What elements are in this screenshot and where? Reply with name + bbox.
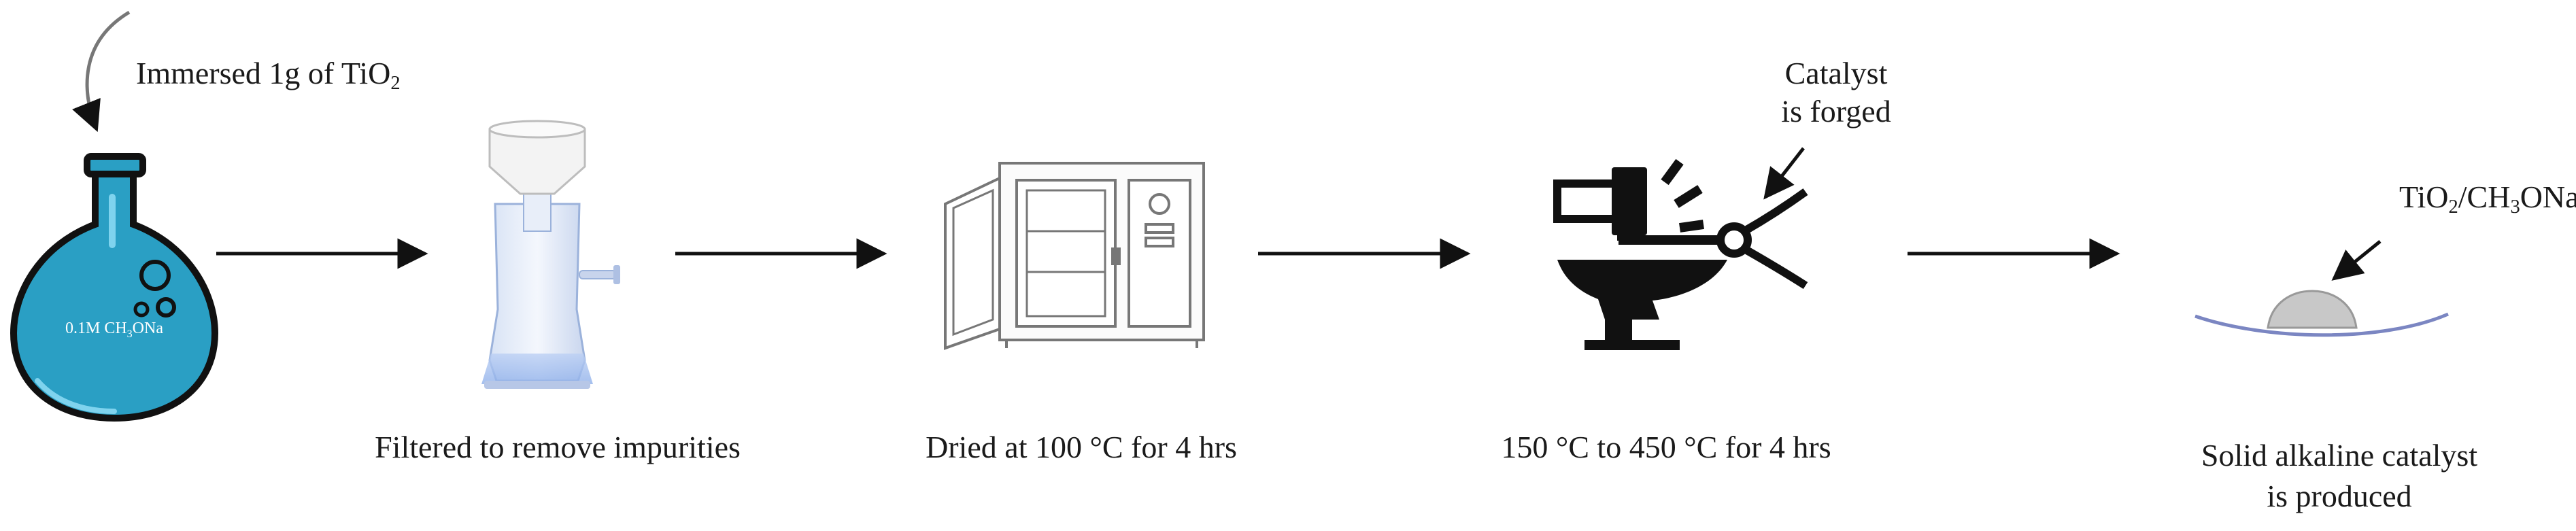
product-callout: TiO2/CH3ONa — [2399, 179, 2576, 218]
forge-callout: Catalyst is forged — [1781, 56, 1891, 129]
product-label: Solid alkaline catalyst is produced — [2201, 438, 2478, 513]
forge-label: 150 °C to 450 °C for 4 hrs — [1501, 430, 1831, 464]
hammer-anvil-tongs-icon — [1553, 158, 1808, 350]
filter-label: Filtered to remove impurities — [375, 430, 741, 464]
filter-funnel-flask-icon — [481, 120, 620, 389]
drying-oven-icon — [944, 162, 1205, 350]
catalyst-heap-icon — [2194, 290, 2449, 337]
immerse-label: Immersed 1g of TiO2 — [136, 56, 401, 94]
forge-callout-arrow — [1763, 147, 1805, 200]
volumetric-flask-icon: 0.1M CH3ONa — [10, 153, 219, 422]
flask-solution-label: 0.1M CH3ONa — [65, 320, 163, 340]
immersion-arrow-icon — [72, 10, 131, 133]
dry-label: Dried at 100 °C for 4 hrs — [926, 430, 1237, 464]
product-callout-arrow — [2331, 240, 2382, 281]
